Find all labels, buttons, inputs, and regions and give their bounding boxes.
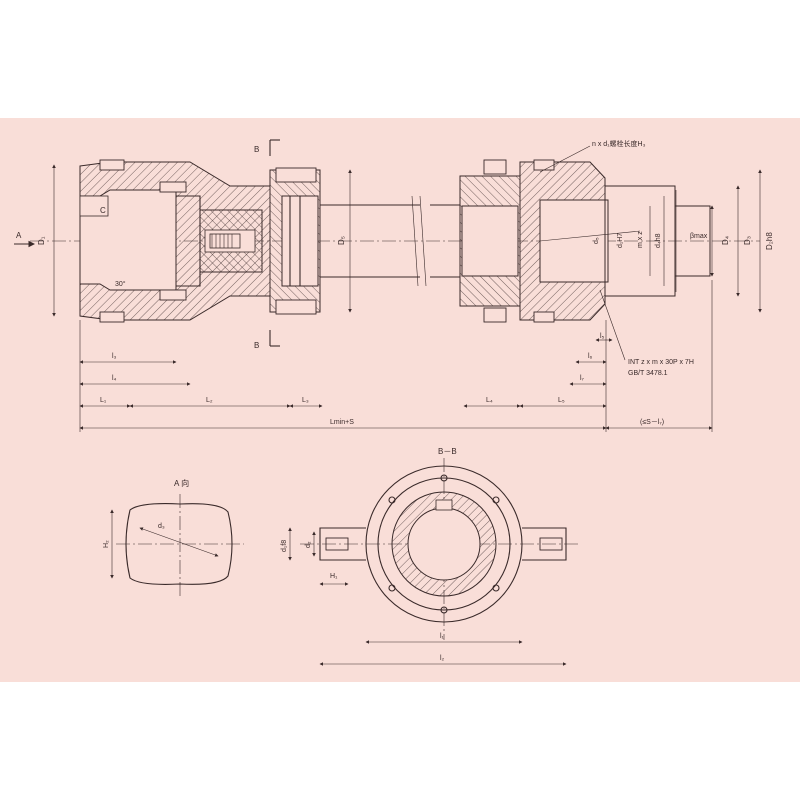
section-mark-bottom: B [254, 341, 259, 350]
dim-L3: L₃ [302, 397, 309, 404]
section-b-b-title: B－B [438, 447, 457, 456]
label-d4h8: d₄h8 [655, 233, 662, 248]
view-a-title: A 向 [174, 478, 189, 488]
section-mark-top: B [254, 145, 259, 154]
label-beta: βmax [690, 233, 708, 240]
label-d5: d₅ [593, 237, 600, 244]
bolt-note: n x d₁螺栓长度H₃ [592, 139, 646, 148]
section-b-b: B－B d₁f8 d₂ H₁ l₁ l₂ [281, 447, 580, 666]
dim-range: (≤S－l₇) [640, 419, 664, 426]
label-angle: 30° [115, 280, 126, 288]
spline-note-1: INT z x m x 30P x 7H [628, 359, 694, 366]
label-C: C [100, 206, 106, 215]
label-D3: D₃ [743, 236, 752, 245]
label-d1f8: d₁f8 [281, 540, 288, 552]
dim-l6: l₆ [588, 353, 593, 360]
dim-L5: L₅ [558, 397, 565, 404]
label-D4: D₄ [721, 236, 730, 245]
dim-l5: l₅ [600, 333, 605, 340]
dim-L4: L₄ [486, 397, 493, 404]
label-d1H7: d₁H7 [617, 233, 624, 248]
label-D5: D₅ [337, 236, 346, 245]
view-a: A 向 d₃ H₂ [103, 478, 244, 596]
label-d2: d₂ [305, 541, 312, 548]
label-H2: H₂ [103, 540, 110, 548]
main-view: B B A D₁ C 30° D₅ n x d₁螺栓长度H₃ d₅ d₁H7 m… [14, 139, 774, 432]
dim-L2: L₂ [206, 397, 213, 404]
view-arrow-label: A [16, 231, 22, 240]
spline-note-2: GB/T 3478.1 [628, 370, 668, 377]
label-D2h8: D₂h8 [765, 232, 774, 250]
dim-Lmin-S: Lmin+S [330, 419, 354, 426]
label-l1: l₁ [440, 633, 445, 640]
dim-l3: l₃ [112, 353, 117, 360]
label-mxz: m x z [637, 231, 644, 248]
dim-l4: l₄ [112, 375, 117, 382]
label-H1: H₁ [330, 573, 338, 580]
dim-L1: L₁ [100, 397, 107, 404]
label-d3: d₃ [158, 523, 165, 530]
dim-l7: l₇ [580, 375, 585, 382]
label-D1: D₁ [37, 236, 46, 245]
label-l2: l₂ [440, 655, 445, 662]
